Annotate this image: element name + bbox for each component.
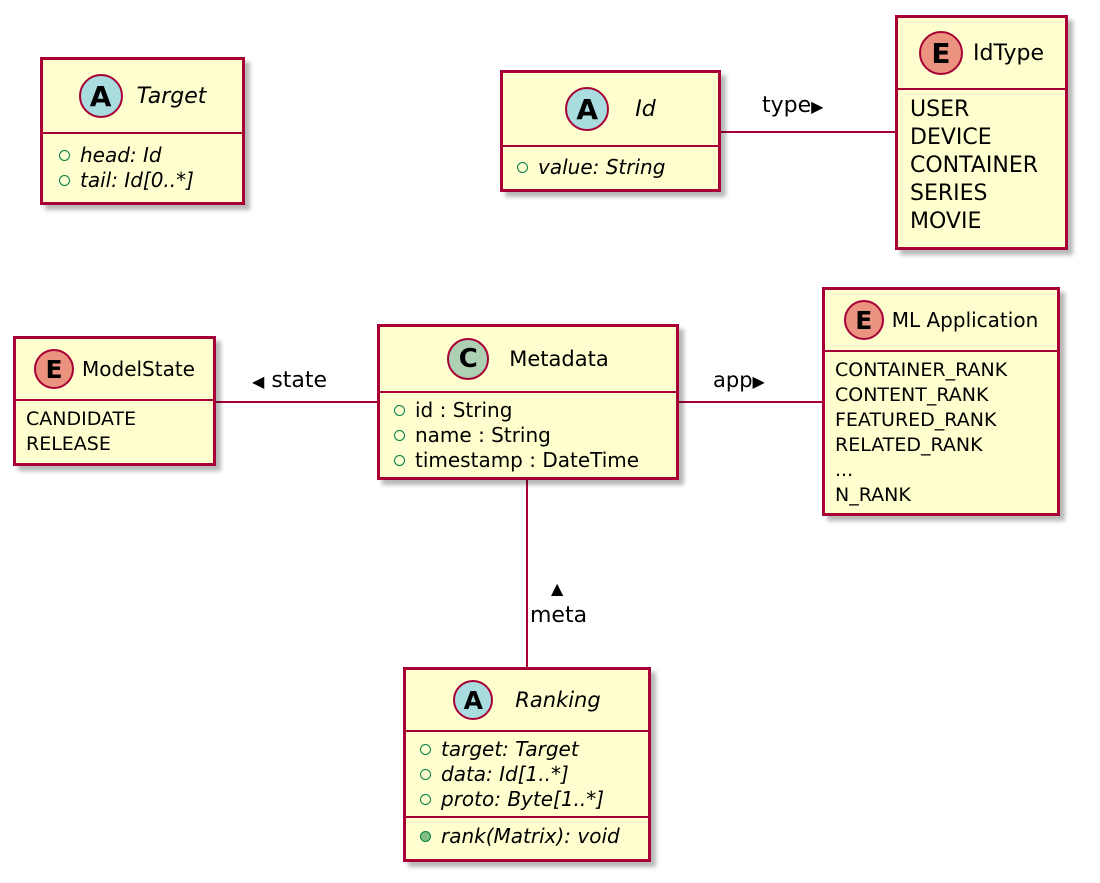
member-text: id : String: [415, 398, 513, 422]
member-text: head: Id: [80, 143, 162, 167]
enum-ml-application-values: CONTAINER_RANK CONTENT_RANK FEATURED_RAN…: [825, 352, 1057, 508]
meta-relation-label: meta: [530, 603, 587, 628]
member-text: proto: Byte[1..*]: [441, 787, 605, 811]
member-text: data: Id[1..*]: [441, 762, 569, 786]
class-metadata-members: id : String name : String timestamp : Da…: [380, 393, 676, 473]
public-visibility-icon: [394, 430, 405, 441]
enum-value: CONTENT_RANK: [835, 384, 989, 406]
app-label-text: app: [713, 368, 753, 392]
enum-badge-icon: E: [843, 300, 884, 340]
enum-modelstate-name: ModelState: [82, 357, 195, 381]
member-row: head: Id: [59, 143, 242, 168]
class-metadata[interactable]: C Metadata id : String name : String tim…: [377, 324, 679, 480]
member-row: target: Target: [420, 737, 648, 762]
state-relation-label: ◀ state: [252, 368, 327, 393]
member-text: target: Target: [441, 737, 579, 761]
type-label-text: type: [762, 93, 812, 118]
enum-value: USER: [910, 97, 970, 122]
type-relation-label: type▶: [762, 93, 823, 118]
enum-badge-icon: E: [919, 31, 963, 75]
up-arrow-icon: ▲: [551, 579, 564, 598]
member-row: rank(Matrix): void: [420, 824, 648, 849]
public-method-icon: [420, 831, 431, 842]
public-visibility-icon: [394, 455, 405, 466]
member-text: rank(Matrix): void: [441, 824, 620, 848]
member-row: value: String: [517, 155, 718, 180]
enum-modelstate-header: E ModelState: [16, 339, 213, 401]
class-metadata-header: C Metadata: [380, 327, 676, 393]
enum-ml-application-header: E ML Application: [825, 290, 1057, 352]
member-text: name : String: [415, 423, 551, 447]
enum-modelstate[interactable]: E ModelState CANDIDATE RELEASE: [13, 336, 216, 466]
enum-value: SERIES: [910, 181, 988, 206]
abstract-badge-icon: A: [565, 87, 610, 131]
public-visibility-icon: [59, 150, 70, 161]
enum-idtype-name: IdType: [973, 40, 1044, 66]
class-ranking-name: Ranking: [515, 688, 601, 712]
class-target[interactable]: A Target head: Id tail: Id[0..*]: [40, 57, 245, 205]
class-id-name: Id: [635, 96, 656, 122]
class-ranking-fields: target: Target data: Id[1..*] proto: Byt…: [406, 732, 648, 816]
right-arrow-icon: ▶: [752, 372, 765, 391]
member-row: data: Id[1..*]: [420, 762, 648, 787]
class-target-name: Target: [136, 83, 207, 109]
class-ranking-methods: rank(Matrix): void: [406, 816, 648, 849]
class-badge-icon: C: [447, 338, 490, 380]
enum-value: CANDIDATE: [26, 408, 137, 430]
public-visibility-icon: [420, 794, 431, 805]
enum-badge-icon: E: [34, 349, 74, 389]
enum-ml-application-name: ML Application: [891, 308, 1039, 332]
enum-value: FEATURED_RANK: [835, 409, 997, 431]
member-row: proto: Byte[1..*]: [420, 787, 648, 812]
public-visibility-icon: [59, 175, 70, 186]
member-text: value: String: [538, 155, 666, 179]
member-text: tail: Id[0..*]: [80, 168, 194, 192]
class-ranking-header: A Ranking: [406, 670, 648, 732]
member-row: name : String: [394, 423, 676, 448]
class-id-members: value: String: [503, 147, 718, 180]
member-row: id : String: [394, 398, 676, 423]
class-id-header: A Id: [503, 73, 718, 147]
enum-value: DEVICE: [910, 125, 992, 150]
meta-label-text: meta: [530, 603, 588, 628]
enum-idtype-header: E IdType: [898, 18, 1065, 90]
enum-value: RELATED_RANK: [835, 434, 983, 456]
enum-value: N_RANK: [835, 484, 911, 506]
right-arrow-icon: ▶: [811, 97, 824, 116]
public-visibility-icon: [394, 405, 405, 416]
enum-idtype-values: USER DEVICE CONTAINER SERIES MOVIE: [898, 90, 1065, 236]
enum-ml-application[interactable]: E ML Application CONTAINER_RANK CONTENT_…: [822, 287, 1060, 516]
enum-idtype[interactable]: E IdType USER DEVICE CONTAINER SERIES MO…: [895, 15, 1068, 250]
enum-value: ...: [835, 459, 854, 481]
meta-arrow-label: ▲: [551, 578, 563, 599]
abstract-badge-icon: A: [453, 680, 494, 720]
enum-value: RELEASE: [26, 433, 111, 455]
public-visibility-icon: [420, 744, 431, 755]
class-id[interactable]: A Id value: String: [500, 70, 721, 192]
class-metadata-name: Metadata: [509, 347, 609, 371]
app-relation-label: app▶: [713, 368, 765, 392]
state-label-text: state: [271, 368, 328, 393]
member-row: tail: Id[0..*]: [59, 168, 242, 193]
public-visibility-icon: [517, 162, 528, 173]
member-text: timestamp : DateTime: [415, 448, 640, 472]
enum-value: CONTAINER: [910, 153, 1039, 178]
class-ranking[interactable]: A Ranking target: Target data: Id[1..*] …: [403, 667, 651, 862]
enum-modelstate-values: CANDIDATE RELEASE: [16, 401, 213, 457]
class-target-members: head: Id tail: Id[0..*]: [43, 134, 242, 193]
class-target-header: A Target: [43, 60, 242, 134]
public-visibility-icon: [420, 769, 431, 780]
member-row: timestamp : DateTime: [394, 448, 676, 473]
enum-value: MOVIE: [910, 209, 982, 234]
enum-value: CONTAINER_RANK: [835, 359, 1008, 381]
abstract-badge-icon: A: [78, 74, 123, 118]
left-arrow-icon: ◀: [252, 372, 265, 391]
